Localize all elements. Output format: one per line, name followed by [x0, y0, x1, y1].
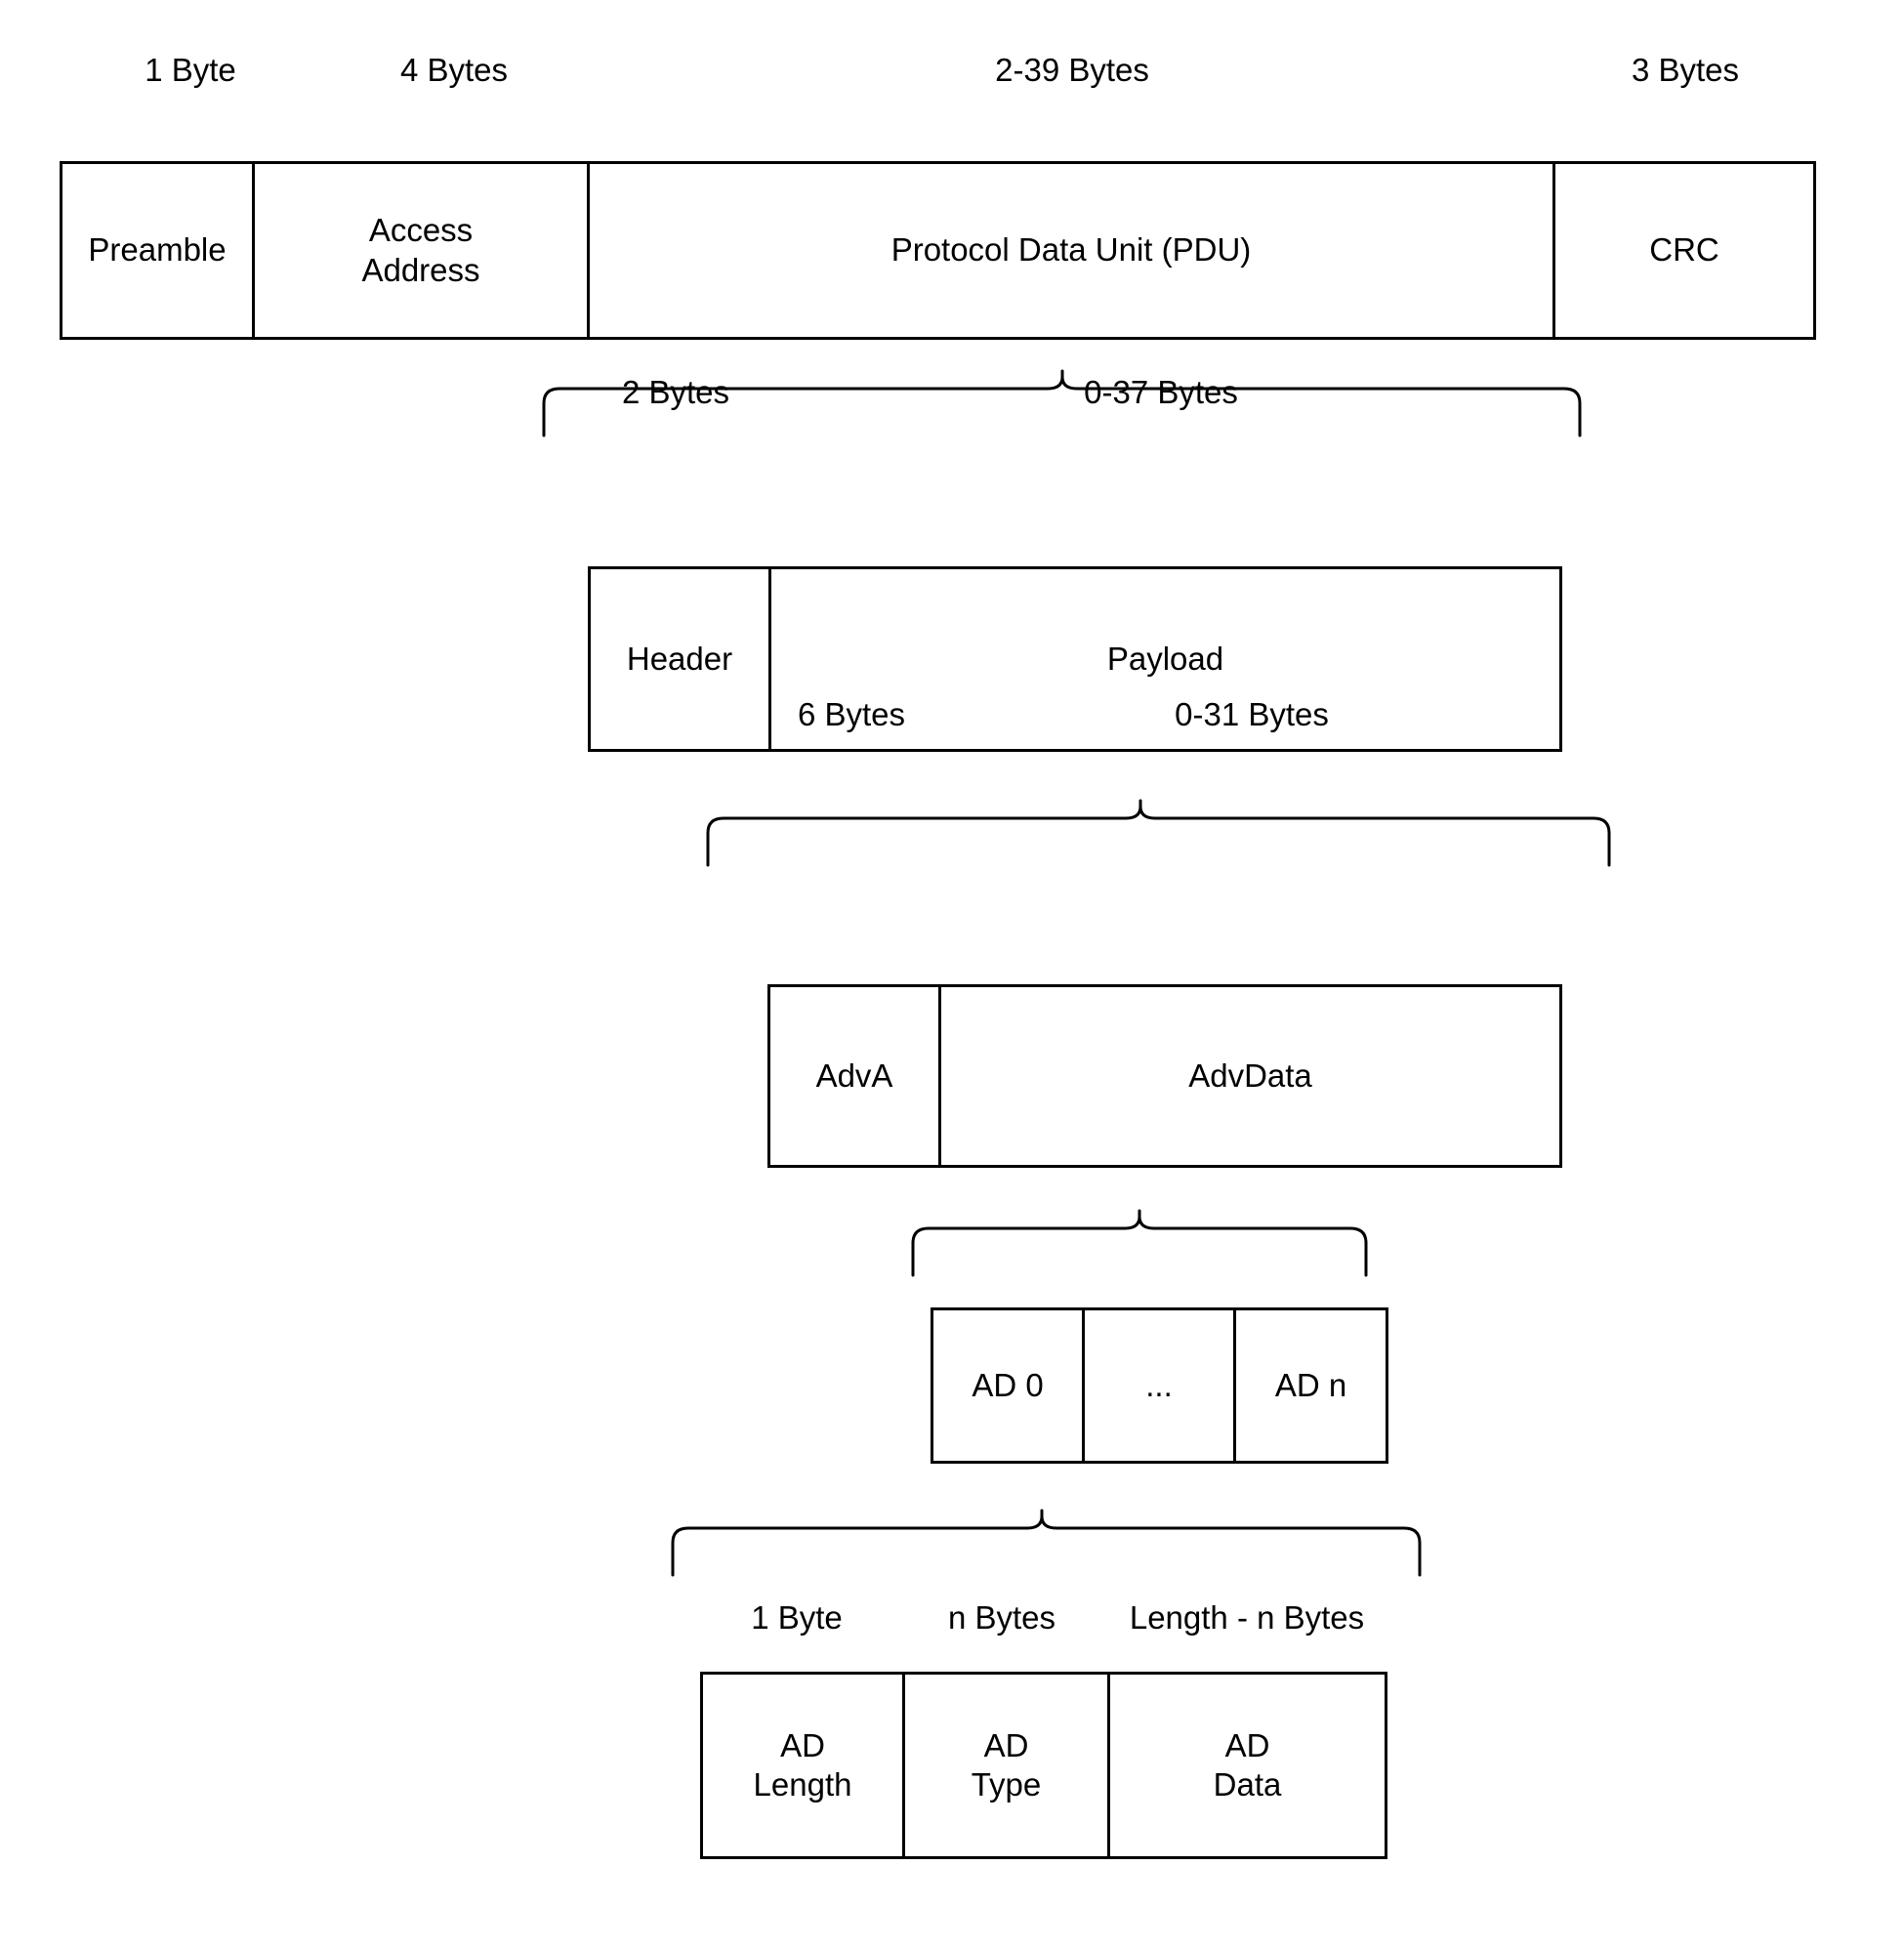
field-payload[interactable]: Payload: [771, 569, 1559, 749]
advdata-row: AD 0 ... AD n: [931, 1307, 1388, 1464]
field-crc[interactable]: CRC: [1555, 164, 1813, 337]
field-pdu[interactable]: Protocol Data Unit (PDU): [590, 164, 1555, 337]
payload-expansion-brace: [706, 799, 1611, 867]
size-label-access-address: 4 Bytes: [399, 52, 509, 88]
size-label-ad-length: 1 Byte: [751, 1599, 843, 1636]
field-ad-length[interactable]: AD Length: [703, 1675, 905, 1856]
field-preamble[interactable]: Preamble: [62, 164, 255, 337]
field-advdata[interactable]: AdvData: [941, 987, 1559, 1165]
pdu-expansion-brace: [542, 369, 1582, 437]
size-label-ad-data: Length - n Bytes: [1129, 1599, 1365, 1636]
size-label-adva: 6 Bytes: [797, 696, 906, 732]
field-ad-0[interactable]: AD 0: [933, 1310, 1085, 1461]
pdu-row: Header Payload: [588, 566, 1562, 752]
size-label-preamble: 1 Byte: [145, 52, 236, 88]
size-label-ad-type: n Bytes: [947, 1599, 1056, 1636]
size-label-payload: 0-37 Bytes: [1084, 374, 1238, 410]
size-label-crc: 3 Bytes: [1631, 52, 1740, 88]
size-label-pdu: 2-39 Bytes: [995, 52, 1149, 88]
payload-row: AdvA AdvData: [767, 984, 1562, 1168]
field-ad-n[interactable]: AD n: [1236, 1310, 1386, 1461]
field-adva[interactable]: AdvA: [770, 987, 941, 1165]
size-label-advdata: 0-31 Bytes: [1175, 696, 1329, 732]
advdata-expansion-brace: [911, 1209, 1368, 1277]
field-ad-type[interactable]: AD Type: [905, 1675, 1110, 1856]
link-layer-packet-row: Preamble Access Address Protocol Data Un…: [60, 161, 1816, 340]
field-header[interactable]: Header: [591, 569, 771, 749]
ad-structure-row: AD Length AD Type AD Data: [700, 1672, 1387, 1859]
size-label-header: 2 Bytes: [621, 374, 730, 410]
ad-expansion-brace: [671, 1509, 1422, 1577]
field-ad-ellipsis[interactable]: ...: [1085, 1310, 1236, 1461]
field-access-address[interactable]: Access Address: [255, 164, 590, 337]
field-ad-data[interactable]: AD Data: [1110, 1675, 1385, 1856]
